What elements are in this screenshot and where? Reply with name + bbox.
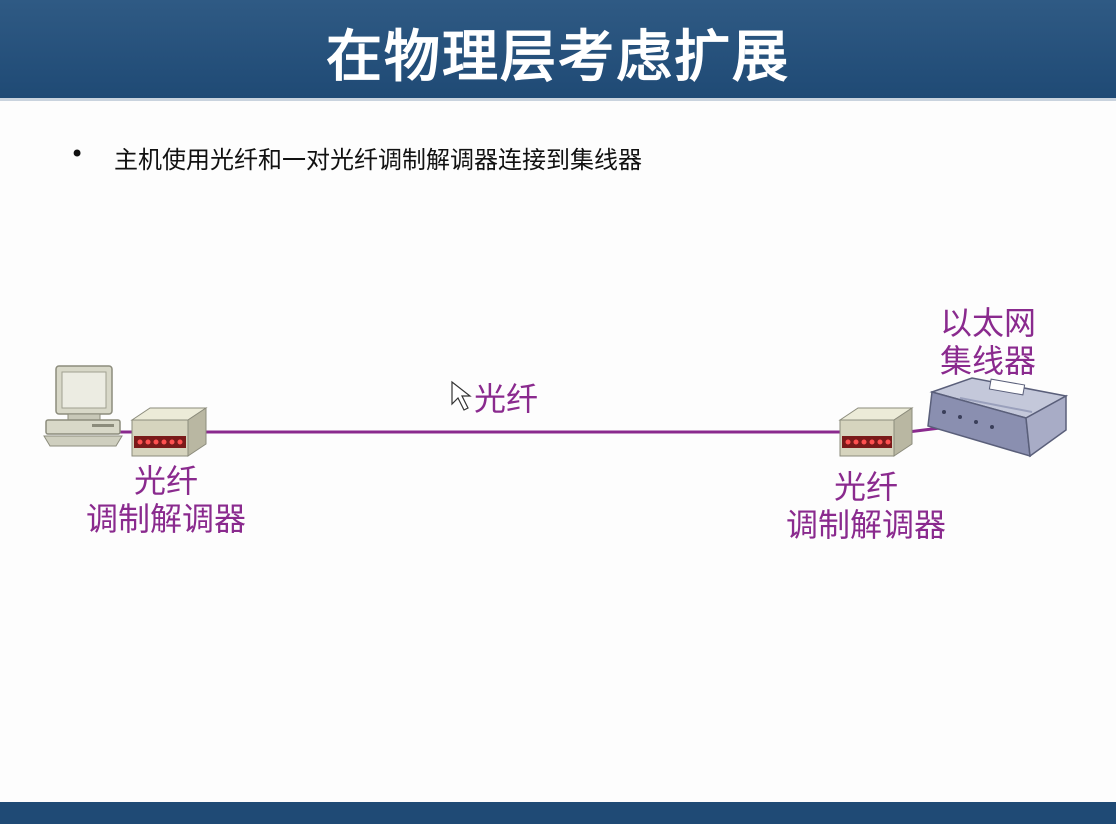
- slide-title: 在物理层考虑扩展: [326, 25, 790, 90]
- right-modem-label-line1: 光纤: [833, 468, 898, 506]
- hub-label-line2: 集线器: [939, 342, 1036, 380]
- left-fiber-modem-icon: [130, 407, 208, 457]
- bullet-text: 主机使用光纤和一对光纤调制解调器连接到集线器: [114, 146, 642, 174]
- left-modem-label: 光纤 调制解调器: [66, 462, 266, 538]
- left-modem-label-line1: 光纤: [133, 462, 198, 500]
- mouse-cursor-icon: [451, 380, 472, 411]
- title-bar: 在物理层考虑扩展: [0, 0, 1116, 101]
- hub-label: 以太网 集线器: [918, 304, 1058, 380]
- footer-bar: [0, 802, 1116, 824]
- right-modem-label: 光纤 调制解调器: [766, 468, 966, 544]
- fiber-link-label-text: 光纤: [474, 380, 539, 418]
- computer-icon: [43, 365, 123, 447]
- right-fiber-modem-icon: [838, 407, 914, 457]
- bullet-dot-icon: •: [70, 140, 85, 168]
- hub-label-line1: 以太网: [939, 304, 1036, 342]
- right-modem-label-line2: 调制解调器: [785, 506, 946, 544]
- left-modem-label-line2: 调制解调器: [85, 500, 246, 538]
- fiber-link-label: 光纤: [474, 380, 538, 418]
- ethernet-hub-icon: [927, 377, 1069, 458]
